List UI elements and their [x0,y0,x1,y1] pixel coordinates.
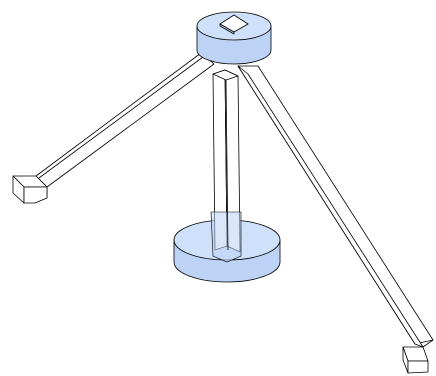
center-post [210,69,242,263]
top-hub [196,11,272,65]
left-leg [12,52,215,204]
right-leg [237,65,434,374]
